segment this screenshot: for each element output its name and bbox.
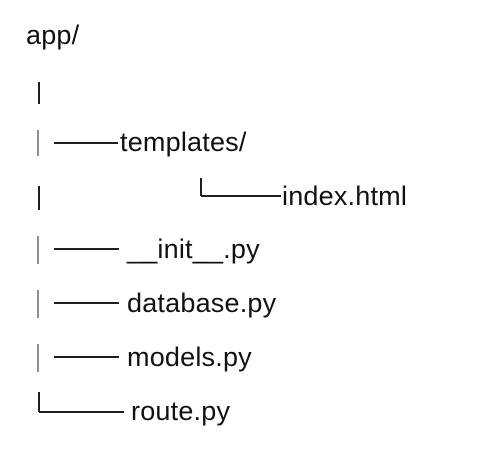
tree-root-label: app/	[26, 20, 80, 50]
tree-node-database-py: database.py	[127, 288, 277, 318]
tree-node-models-py: models.py	[127, 342, 252, 372]
tree-node-route-py: route.py	[131, 396, 231, 426]
tree-node-init-py: __init__.py	[127, 234, 260, 264]
tree-node-templates: templates/	[120, 127, 247, 157]
tree-node-index-html: index.html	[282, 181, 408, 211]
